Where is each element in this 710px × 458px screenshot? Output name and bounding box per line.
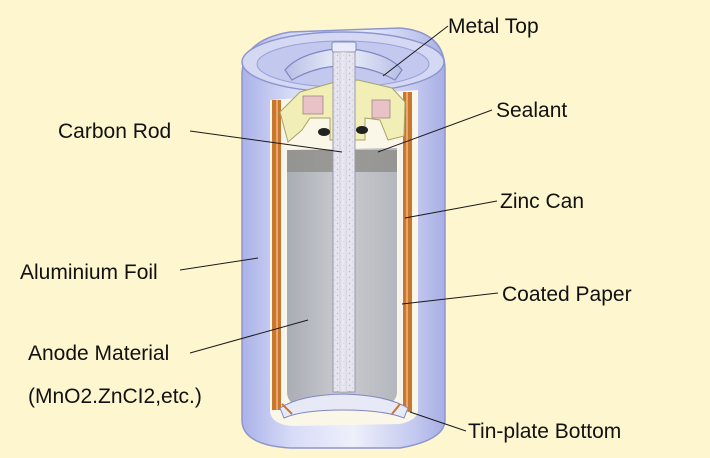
- label-carbon-rod: Carbon Rod: [58, 121, 171, 142]
- label-anode-material-detail: (MnO2.ZnCI2,etc.): [28, 386, 202, 407]
- cutaway-section: [270, 42, 418, 426]
- carbon-rod: [333, 52, 355, 392]
- label-sealant: Sealant: [496, 100, 567, 121]
- label-anode-material: Anode Material: [28, 343, 169, 364]
- label-metal-top: Metal Top: [448, 16, 539, 37]
- label-tin-plate-bottom: Tin-plate Bottom: [468, 421, 621, 442]
- label-coated-paper: Coated Paper: [502, 284, 632, 305]
- label-zinc-can: Zinc Can: [500, 191, 584, 212]
- label-aluminium-foil: Aluminium Foil: [20, 262, 158, 283]
